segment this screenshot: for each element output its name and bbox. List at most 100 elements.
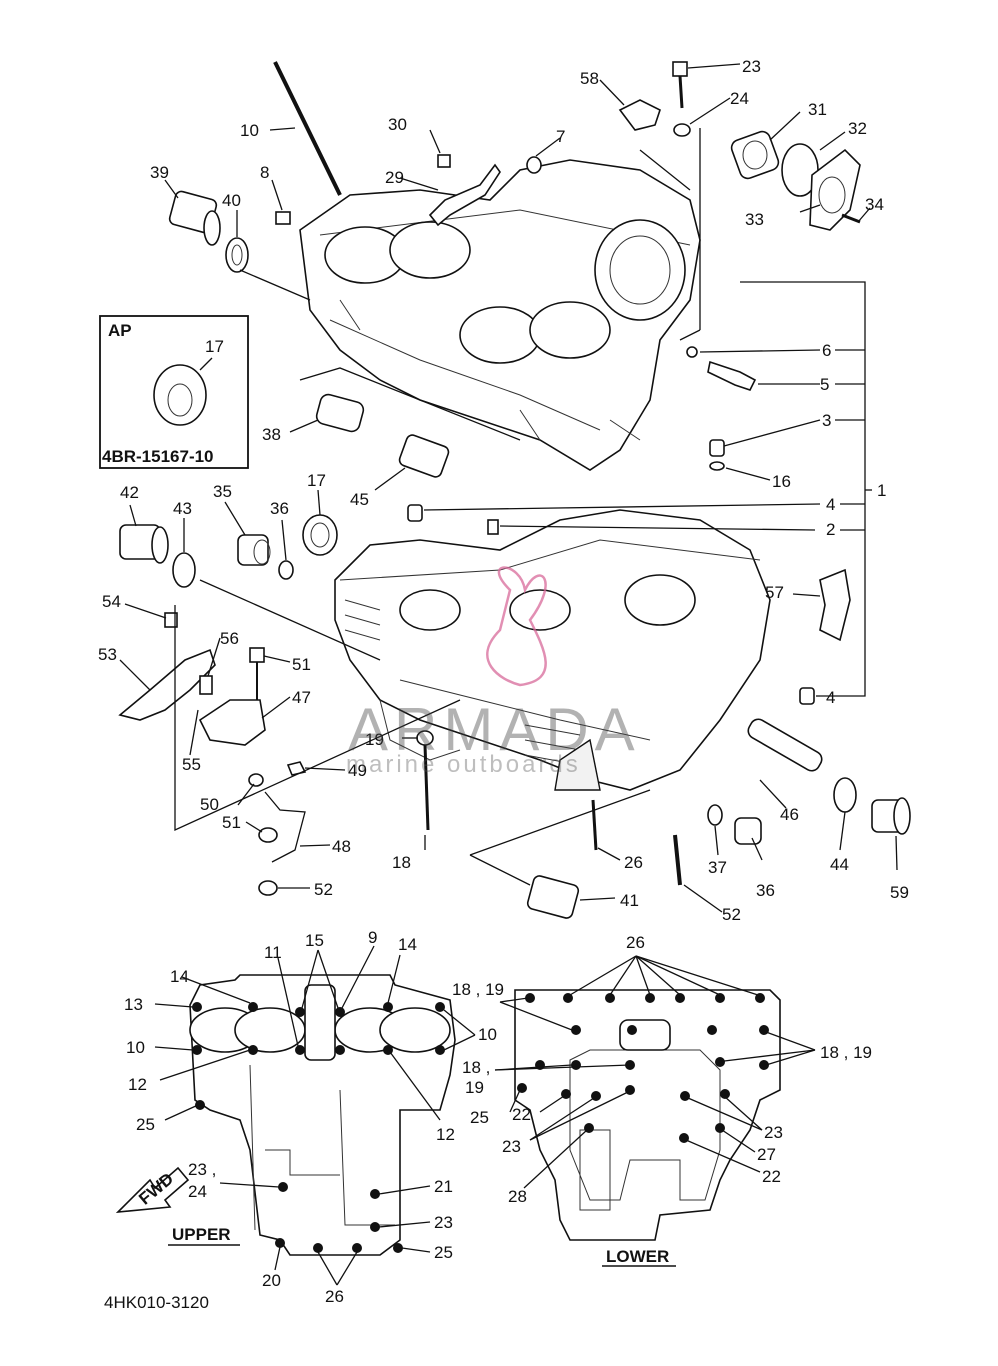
plug-7 (526, 156, 542, 174)
upper-bolt-holes (192, 1002, 445, 1253)
callout-4a: 4 (826, 495, 835, 514)
inset-part-number: 4BR-15167-10 (102, 447, 214, 466)
callout-48: 49 (348, 761, 367, 780)
lower-crankcase-bottom-view (514, 989, 781, 1241)
callout-41: 42 (120, 483, 139, 502)
bracket-53 (118, 648, 216, 721)
callout-47: 48 (332, 837, 351, 856)
bolt-50 (249, 647, 265, 663)
screw-34 (841, 213, 861, 224)
callout-u21: 21 (434, 1177, 453, 1196)
callout-51a: 51 (222, 813, 241, 832)
callout-38: 39 (150, 163, 169, 182)
dowel-pin (275, 211, 291, 225)
callout-u26: 26 (325, 1287, 344, 1306)
oil-pipe-47 (264, 791, 306, 863)
nut-51 (258, 827, 278, 843)
leader-lines (119, 63, 898, 913)
o-ring-36 (278, 560, 294, 580)
callout-u12a: 12 (128, 1075, 147, 1094)
bolt-18 (423, 744, 430, 831)
upper-crankcase (299, 159, 701, 471)
inset-part-label: 17 (205, 337, 224, 356)
callout-40: 41 (620, 891, 639, 910)
callout-36b: 37 (708, 858, 727, 877)
callout-53: 53 (98, 645, 117, 664)
o-ring-36b (707, 804, 723, 826)
callout-37: 38 (262, 425, 281, 444)
callout-u23b: 23 (434, 1213, 453, 1232)
washer-24 (673, 123, 691, 137)
clip-58 (618, 99, 661, 131)
callout-52: 52 (722, 905, 741, 924)
bearing-sleeve-44 (398, 434, 450, 478)
bolt-26 (591, 799, 598, 851)
inset-title: AP (108, 321, 132, 340)
callout-10: 10 (240, 121, 259, 140)
dowel-4b (799, 687, 815, 705)
callout-u25a: 25 (136, 1115, 155, 1134)
lower-crankcase (334, 509, 771, 791)
bracket-29 (428, 163, 501, 227)
callout-34: 34 (865, 195, 884, 214)
callout-45: 46 (780, 805, 799, 824)
callout-l22b: 22 (762, 1167, 781, 1186)
callout-u24: 24 (188, 1182, 207, 1201)
callout-46: 47 (292, 688, 311, 707)
bearing-sleeve-40 (526, 875, 580, 919)
fitting-56 (199, 675, 213, 695)
upper-label: UPPER (172, 1225, 231, 1244)
dowel-2 (487, 519, 499, 535)
callout-u23: 23 , (188, 1160, 216, 1179)
bolt-30 (437, 154, 451, 168)
o-ring-6 (686, 346, 698, 358)
bolt-23 (672, 61, 688, 77)
callout-24: 24 (730, 89, 749, 108)
watermark-tagline: marine outboards (346, 751, 581, 778)
bracket-57 (819, 568, 851, 642)
dowel-4 (407, 504, 423, 522)
callout-u10a: 10 (126, 1038, 145, 1057)
callout-16: 16 (772, 472, 791, 491)
callout-58: 58 (580, 69, 599, 88)
sensor-52 (673, 834, 682, 886)
callout-l1819a: 18 , 19 (452, 980, 504, 999)
bearing-sleeve-38 (168, 190, 221, 246)
callout-4b: 4 (826, 688, 835, 707)
callout-3: 3 (822, 411, 831, 430)
callout-35: 35 (213, 482, 232, 501)
callout-u25b: 25 (434, 1243, 453, 1262)
callout-l25: 25 (470, 1108, 489, 1127)
callout-44: 45 (350, 490, 369, 509)
oil-seal-17 (302, 514, 338, 556)
plug-35 (237, 534, 271, 566)
nut-51b (258, 880, 278, 896)
oil-seal-39 (225, 237, 249, 273)
callout-8: 8 (260, 163, 269, 182)
callout-29: 29 (385, 168, 404, 187)
fwd-arrow-icon: FWD (115, 1166, 190, 1214)
callout-36: 36 (270, 499, 289, 518)
plate-46 (198, 699, 266, 746)
bearing-sleeve-41 (119, 524, 169, 564)
callout-u14a: 14 (398, 935, 417, 954)
callout-56: 56 (220, 629, 239, 648)
callout-6: 6 (822, 341, 831, 360)
callout-35b: 36 (756, 881, 775, 900)
callout-55: 55 (182, 755, 201, 774)
callout-43: 44 (830, 855, 849, 874)
oil-seal-43 (833, 777, 857, 813)
callout-50: 51 (292, 655, 311, 674)
callout-l1819b: 18 , 19 (820, 1043, 872, 1062)
watermark-logo: ARMADA marine outboards (346, 566, 635, 778)
bolt-54 (164, 612, 178, 628)
plug-35b (734, 817, 762, 845)
callout-l28: 28 (508, 1187, 527, 1206)
callout-31: 31 (808, 100, 827, 119)
callout-u13: 13 (124, 995, 143, 1014)
dowel-3 (709, 439, 725, 457)
callout-l23a: 23 (502, 1137, 521, 1156)
washer-49 (248, 773, 264, 787)
washer-48 (286, 761, 307, 776)
